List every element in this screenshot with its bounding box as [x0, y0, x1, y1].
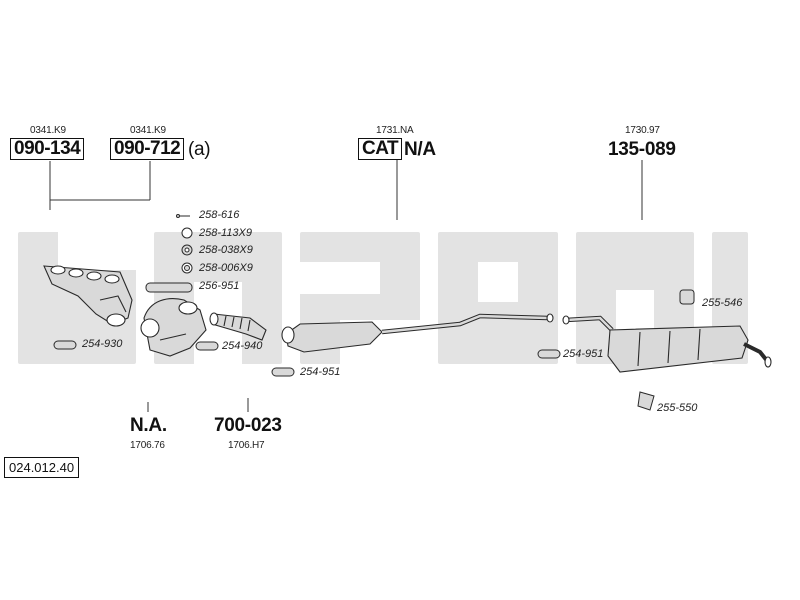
ref-label-g2: 0341.K9 [130, 125, 166, 136]
part-label-258-616[interactable]: 258-616 [199, 209, 240, 221]
gasket-strip-icon [145, 282, 193, 293]
part-number-cat[interactable]: CAT [358, 138, 403, 160]
flex-pipe [209, 312, 267, 341]
catalytic-converter [281, 313, 554, 353]
ref-label-g4: 1730.97 [625, 125, 660, 136]
part-label-254-951-b[interactable]: 254-951 [563, 348, 604, 360]
rear-silencer [562, 315, 772, 373]
part-label-255-546[interactable]: 255-546 [702, 297, 743, 309]
ref-label-g5: 1706.76 [130, 440, 165, 451]
clamp-icon-254-930 [53, 340, 77, 350]
part-label-258-113x9[interactable]: 258-113X9 [199, 227, 253, 239]
front-downpipe [140, 298, 207, 357]
washer-icon [181, 227, 193, 239]
part-label-255-550[interactable]: 255-550 [657, 402, 698, 414]
bolt-head-icon [176, 214, 180, 218]
ref-label-g3: 1731.NA [376, 125, 414, 136]
ref-label-g1: 0341.K9 [30, 125, 66, 136]
part-label-258-038x9[interactable]: 258-038X9 [199, 244, 253, 256]
exhaust-manifold [43, 265, 133, 327]
bracket-icon [637, 391, 655, 411]
part-number-090-712[interactable]: 090-712 [110, 138, 185, 160]
part-number-700-023[interactable]: 700-023 [214, 415, 282, 436]
rubber-mount-icon [679, 289, 695, 305]
part-label-254-951-a[interactable]: 254-951 [300, 366, 341, 378]
clamp-icon-254-940 [195, 341, 219, 351]
part-status-na: N/A [404, 139, 436, 160]
part-number-135-089[interactable]: 135-089 [608, 139, 676, 160]
part-label-258-006x9[interactable]: 258-006X9 [199, 262, 253, 274]
ref-label-g6: 1706.H7 [228, 440, 265, 451]
part-suffix-a: (a) [188, 139, 211, 160]
diagram-code: 024.012.40 [4, 457, 80, 478]
part-label-256-951[interactable]: 256-951 [199, 280, 240, 292]
part-label-254-930[interactable]: 254-930 [82, 338, 123, 350]
part-number-090-134[interactable]: 090-134 [10, 138, 85, 160]
clamp-icon-254-951-b [537, 349, 561, 359]
part-number-na[interactable]: N.A. [130, 415, 167, 436]
part-label-254-940[interactable]: 254-940 [222, 340, 263, 352]
clamp-icon-254-951-a [271, 367, 295, 377]
